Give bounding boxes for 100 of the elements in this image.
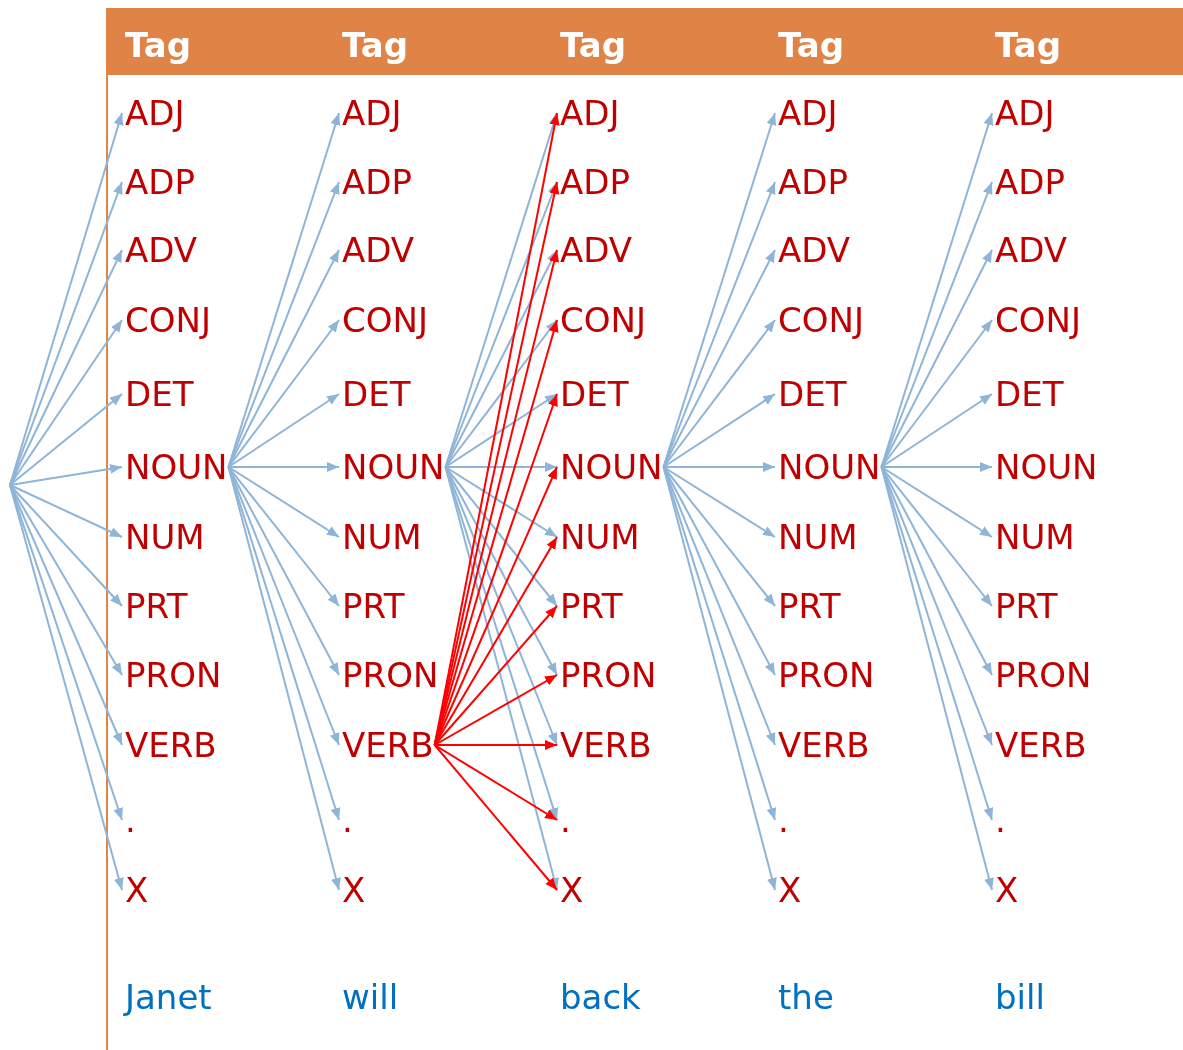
arrow	[880, 462, 993, 472]
input-word: will	[342, 977, 399, 1017]
arrow	[9, 484, 123, 538]
pos-tag: PRON	[560, 655, 657, 695]
arrow	[880, 466, 994, 891]
arrow	[9, 463, 123, 486]
pos-tag: PRT	[560, 586, 623, 626]
pos-tag: NUM	[125, 517, 205, 557]
pos-tag: X	[778, 870, 802, 910]
pos-tag: X	[560, 870, 584, 910]
pos-tag: X	[342, 870, 366, 910]
pos-tag: NUM	[342, 517, 422, 557]
pos-tag: X	[125, 870, 149, 910]
column-header: Tag	[995, 25, 1062, 65]
column-header: Tag	[342, 25, 409, 65]
pos-tag: CONJ	[125, 300, 211, 340]
arrow	[227, 462, 340, 472]
pos-tag: ADP	[560, 162, 630, 202]
pos-tag: ADP	[995, 162, 1065, 202]
pos-tag: PRT	[125, 586, 188, 626]
pos-tag: CONJ	[778, 300, 864, 340]
column-header: Tag	[778, 25, 845, 65]
arrow	[662, 462, 776, 472]
arrow	[444, 181, 558, 468]
pos-tag: ADP	[125, 162, 195, 202]
column-header: Tag	[560, 25, 627, 65]
pos-tag: PRT	[778, 586, 841, 626]
pos-tag: DET	[995, 374, 1064, 414]
pos-tag: X	[995, 870, 1019, 910]
pos-tag: PRON	[995, 655, 1092, 695]
pos-tag: NOUN	[125, 447, 228, 487]
pos-tag: NUM	[995, 517, 1075, 557]
pos-tag: VERB	[342, 725, 434, 765]
pos-tag: PRON	[778, 655, 875, 695]
pos-tag: ADJ	[560, 93, 620, 133]
arrow	[662, 466, 776, 746]
pos-tag: ADJ	[995, 93, 1055, 133]
pos-tag: NOUN	[342, 447, 445, 487]
pos-tag: CONJ	[995, 300, 1081, 340]
pos-tag: DET	[125, 374, 194, 414]
pos-tag: NOUN	[995, 447, 1098, 487]
pos-tag: ADJ	[778, 93, 838, 133]
arrow	[227, 466, 340, 538]
pos-tag: VERB	[560, 725, 652, 765]
input-word: the	[778, 977, 834, 1017]
pos-tag: VERB	[125, 725, 217, 765]
pos-tag: ADP	[342, 162, 412, 202]
pos-tag: .	[342, 800, 353, 840]
pos-tag: DET	[778, 374, 847, 414]
pos-tag: VERB	[995, 725, 1087, 765]
pos-tag: ADV	[995, 230, 1068, 270]
arrow	[433, 744, 558, 891]
arrow	[227, 466, 341, 891]
arrow	[444, 466, 559, 891]
pos-tag: .	[560, 800, 571, 840]
pos-tag: CONJ	[342, 300, 428, 340]
pos-tag: DET	[560, 374, 629, 414]
arrow	[227, 466, 340, 746]
arrow	[433, 393, 558, 746]
arrow	[9, 484, 124, 891]
arrow	[9, 484, 123, 821]
pos-tag: NUM	[560, 517, 640, 557]
arrow	[227, 393, 340, 468]
arrow	[9, 484, 123, 676]
pos-tag: NOUN	[560, 447, 663, 487]
pos-tag: ADJ	[342, 93, 402, 133]
pos-tag: PRT	[342, 586, 405, 626]
pos-tag: ADV	[125, 230, 198, 270]
pos-tag: VERB	[778, 725, 870, 765]
pos-tag: .	[778, 800, 789, 840]
arrow	[9, 181, 123, 486]
pos-tag: ADV	[560, 230, 633, 270]
arrow	[662, 466, 777, 891]
arrow	[444, 462, 558, 472]
pos-tag: .	[125, 800, 136, 840]
arrow	[9, 484, 123, 607]
pos-tag: .	[995, 800, 1006, 840]
input-word: Janet	[125, 977, 212, 1017]
pos-tag: ADJ	[125, 93, 185, 133]
input-word: bill	[995, 977, 1045, 1017]
pos-tag: CONJ	[560, 300, 646, 340]
arrow	[880, 181, 993, 468]
arrow	[880, 393, 993, 468]
pos-tag: PRT	[995, 586, 1058, 626]
pos-tag: NOUN	[778, 447, 881, 487]
pos-tag: ADV	[778, 230, 851, 270]
arrow	[662, 181, 776, 468]
column-header: Tag	[125, 25, 192, 65]
arrow	[227, 181, 340, 468]
arrow	[662, 393, 776, 468]
arrow	[433, 740, 558, 750]
pos-tag: DET	[342, 374, 411, 414]
arrow	[444, 393, 558, 468]
pos-tag: PRON	[125, 655, 222, 695]
input-word: back	[560, 977, 641, 1017]
pos-tag: PRON	[342, 655, 439, 695]
arrow	[433, 744, 558, 821]
pos-tag: NUM	[778, 517, 858, 557]
pos-tag: ADP	[778, 162, 848, 202]
arrow	[9, 393, 123, 486]
